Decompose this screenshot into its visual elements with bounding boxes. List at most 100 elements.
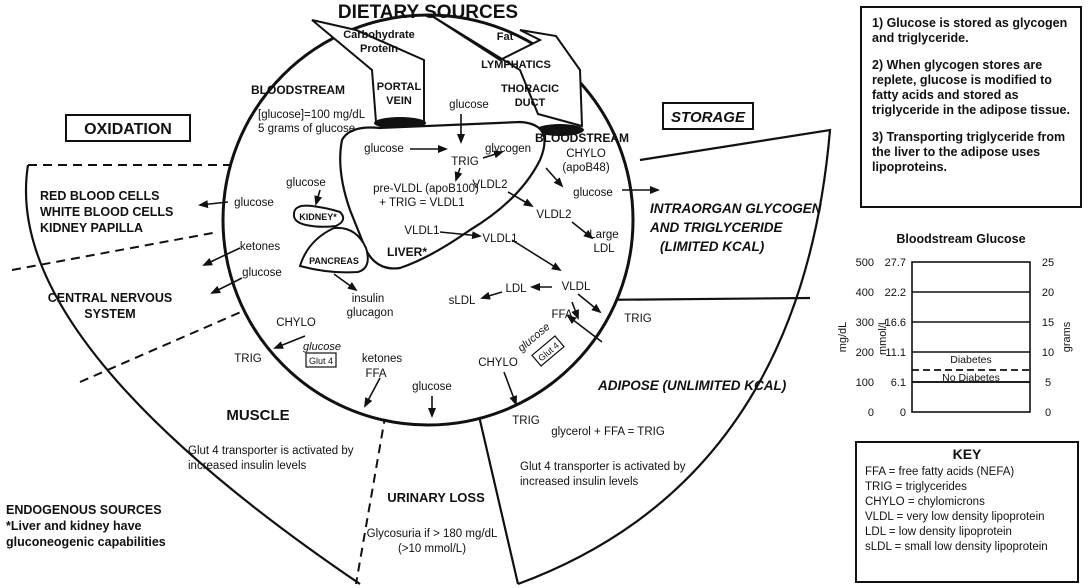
- muscle-ffa: FFA: [365, 368, 386, 380]
- page-title: DIETARY SOURCES: [338, 2, 518, 23]
- divider-rbc-cns: [11, 231, 219, 271]
- bloodstream-glucose-conc: [glucose]=100 mg/dL: [258, 109, 366, 121]
- glucose-chart-tick-mmol: 22.2: [885, 287, 906, 299]
- glucose-chart-tick-grams: 15: [1042, 317, 1054, 329]
- glucose-chart-tick-mmol: 27.7: [885, 257, 906, 269]
- diabetes-label: Diabetes: [950, 354, 991, 366]
- key-item: sLDL = small low density lipoprotein: [865, 541, 1048, 553]
- glucose-chart-ylabel-mmol: mmol/L: [877, 319, 889, 355]
- muscle-note: Glut 4 transporter is activated by: [188, 445, 354, 457]
- intraorgan-title-3: (LIMITED KCAL): [660, 239, 765, 254]
- glucose-chart-tick-mgdl: 0: [868, 407, 874, 419]
- adipose-chylo: CHYLO: [478, 357, 518, 369]
- glucose-chart-tick-mgdl: 300: [856, 317, 874, 329]
- glucose-chart-tick-grams: 25: [1042, 257, 1054, 269]
- storage-outer-arc: [517, 128, 832, 586]
- thoracic-duct-funnel: [431, 15, 584, 128]
- no-diabetes-label: No Diabetes: [942, 372, 1000, 384]
- liver-glycogen: glycogen: [485, 143, 531, 155]
- note-3: 3) Transporting triglyceride from the li…: [872, 130, 1066, 174]
- glucose-chart-tick-mgdl: 400: [856, 287, 874, 299]
- intraorgan-title-2: AND TRIGLYCERIDE: [649, 220, 783, 235]
- flow-arrows: [198, 114, 660, 418]
- oxidation-rbc: RED BLOOD CELLS: [40, 189, 159, 203]
- adipose-glut4-box: [531, 335, 565, 367]
- storage-vldl: VLDL: [562, 281, 591, 293]
- notes-box: 1) Glucose is stored as glycogen and tri…: [860, 6, 1082, 208]
- oxidation-outer-arc: [24, 164, 361, 585]
- key-item: VLDL = very low density lipoprotein: [865, 511, 1045, 523]
- storage-glucose: glucose: [573, 187, 613, 199]
- source-fat: Fat: [497, 31, 514, 43]
- muscle-glut4: Glut 4: [309, 356, 333, 366]
- glucose-chart-tick-grams: 20: [1042, 287, 1054, 299]
- glucose-chart-tick-grams: 10: [1042, 347, 1054, 359]
- storage-vldl1: VLDL1: [482, 233, 517, 245]
- endogenous-line-1: *Liver and kidney have: [6, 519, 142, 533]
- oxidation-title: OXIDATION: [84, 121, 172, 138]
- adipose-equation: glycerol + FFA = TRIG: [551, 426, 665, 438]
- liver-outline: [339, 120, 546, 270]
- key-title: KEY: [952, 446, 982, 462]
- divider-intraorgan-adipose: [589, 296, 811, 302]
- bloodstream2-title: BLOODSTREAM: [535, 131, 629, 145]
- kidney-label: KIDNEY*: [299, 212, 337, 222]
- glucose-chart-tick-mmol: 11.1: [885, 347, 906, 359]
- storage-ffa: FFA: [551, 309, 572, 321]
- thoracic-duct-opening: [536, 124, 584, 136]
- bloodstream2-apob48: (apoB48): [562, 162, 609, 174]
- liver-prevldl: pre-VLDL (apoB100): [373, 183, 479, 195]
- key-item: LDL = low density lipoprotein: [865, 526, 1012, 538]
- thoracic-duct-label: THORACIC: [501, 83, 559, 95]
- glucose-chart-title: Bloodstream Glucose: [896, 232, 1025, 246]
- urinary-note: Glycosuria if > 180 mg/dL: [367, 528, 498, 540]
- glucose-chart-tick-grams: 0: [1045, 407, 1051, 419]
- muscle-ketones: ketones: [362, 353, 403, 365]
- adipose-trig: TRIG: [512, 415, 540, 427]
- thoracic-duct-label-2: DUCT: [515, 97, 546, 109]
- adipose-title: ADIPOSE (UNLIMITED KCAL): [597, 378, 787, 393]
- oxidation-title-box: [65, 114, 191, 142]
- bloodstream-glucose-grams: 5 grams of glucose: [258, 123, 355, 135]
- urinary-title: URINARY LOSS: [387, 490, 485, 505]
- oxidation-ketones: ketones: [240, 241, 281, 253]
- note-1: 1) Glucose is stored as glycogen and tri…: [872, 16, 1068, 45]
- glucose-chart-ylabel-mgdl: mg/dL: [837, 322, 849, 353]
- adipose-note-2: increased insulin levels: [520, 476, 639, 488]
- bloodstream-glucose-chart: Bloodstream Glucose mg/dL mmol/L grams 5…: [837, 232, 1073, 419]
- muscle-note-2: increased insulin levels: [188, 460, 307, 472]
- key-item: CHYLO = chylomicrons: [865, 496, 985, 508]
- oxidation-kidney-papilla: KIDNEY PAPILLA: [40, 221, 143, 235]
- muscle-glucose: glucose: [303, 341, 341, 353]
- portal-vein-label: PORTAL: [377, 81, 422, 93]
- endogenous-title: ENDOGENOUS SOURCES: [6, 503, 162, 517]
- storage-large-ldl-2: LDL: [593, 243, 615, 255]
- bloodstream-title: BLOODSTREAM: [251, 83, 345, 97]
- glucose-chart-frame: [911, 261, 1031, 413]
- key-box: KEY FFA = free fatty acids (NEFA) TRIG =…: [855, 441, 1079, 583]
- portal-vein-label-2: VEIN: [386, 95, 412, 107]
- endogenous-line-2: gluconeogenic capabilities: [6, 535, 166, 549]
- glucose-chart-tick-mmol: 16.6: [885, 317, 906, 329]
- oxidation-glucose-2: glucose: [242, 267, 282, 279]
- key-item: TRIG = triglycerides: [865, 481, 967, 493]
- liver-vldl2: VLDL2: [472, 179, 507, 191]
- divider-urinary-adipose: [474, 402, 520, 585]
- lymphatics-label: LYMPHATICS: [481, 59, 551, 71]
- pancreas-insulin: insulin: [352, 293, 385, 305]
- urinary-glucose: glucose: [412, 381, 452, 393]
- glucose-chart-tick-mgdl: 100: [856, 377, 874, 389]
- storage-trig: TRIG: [624, 313, 652, 325]
- kidney-glucose: glucose: [286, 177, 326, 189]
- muscle-trig: TRIG: [234, 353, 262, 365]
- pancreas-outline: [298, 226, 369, 274]
- divider-cns-muscle: [79, 307, 251, 383]
- glucose-chart-tick-grams: 5: [1045, 377, 1051, 389]
- liver-glucose-top: glucose: [449, 99, 489, 111]
- glucose-chart-tick-mgdl: 500: [856, 257, 874, 269]
- storage-ldl: LDL: [505, 283, 527, 295]
- adipose-note: Glut 4 transporter is activated by: [520, 461, 686, 473]
- bloodstream2-chylo: CHYLO: [566, 148, 606, 160]
- urinary-note-2: (>10 mmol/L): [398, 543, 466, 555]
- pancreas-label: PANCREAS: [309, 256, 359, 266]
